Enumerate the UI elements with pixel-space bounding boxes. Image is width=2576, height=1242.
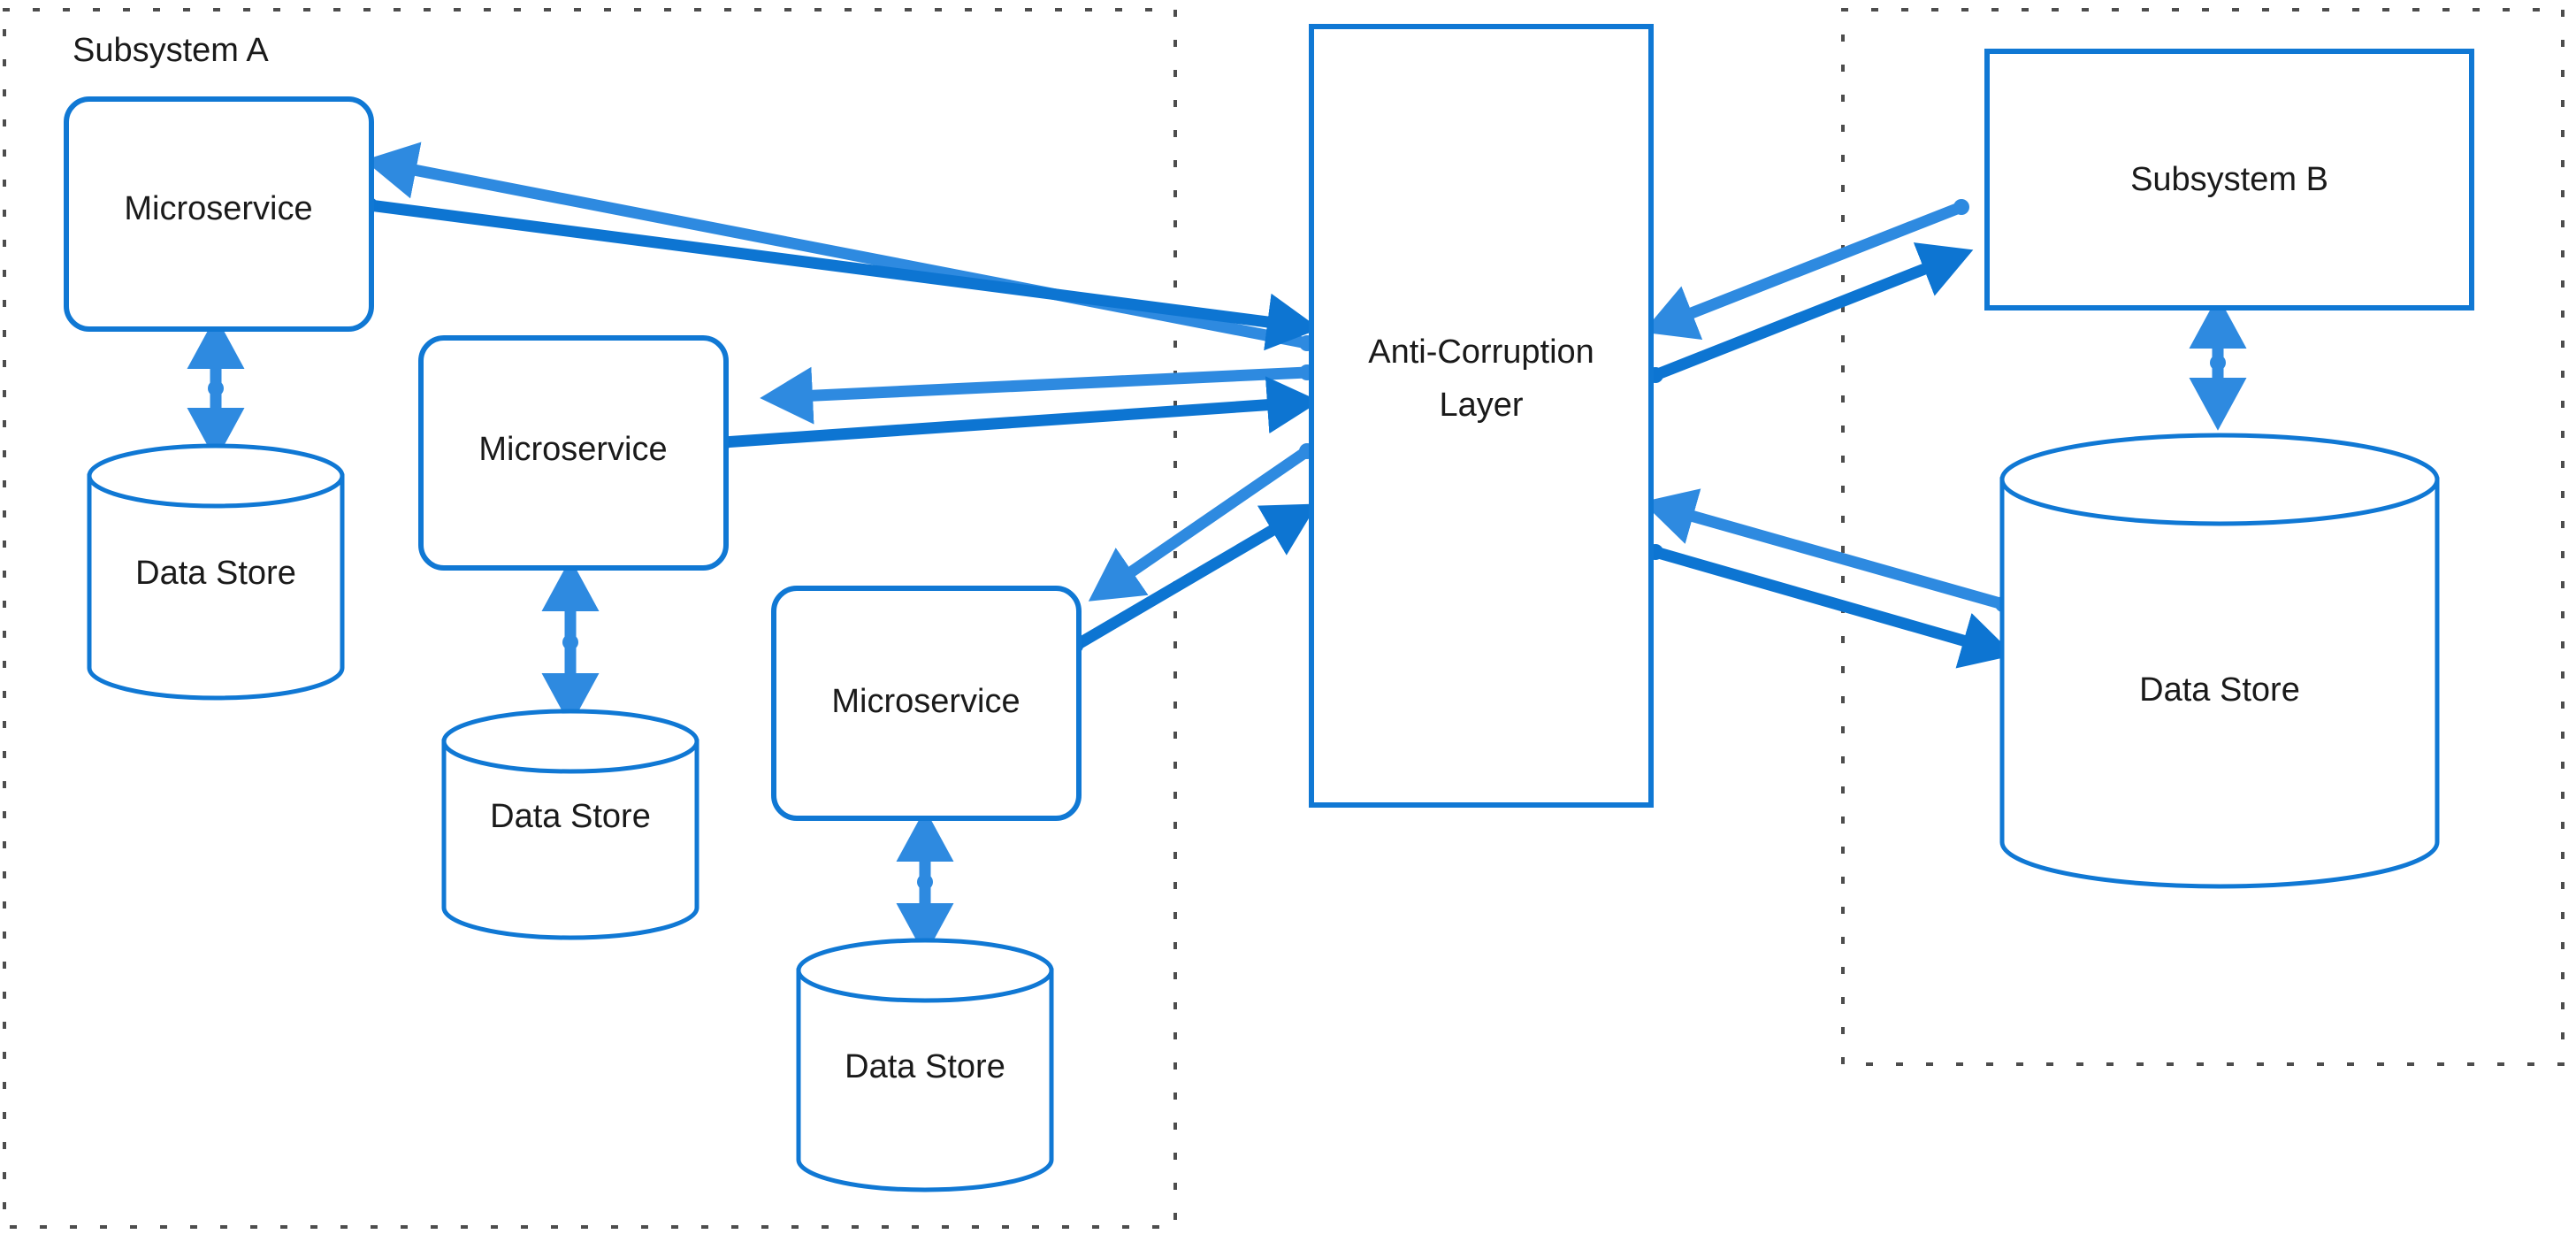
subsystem-b-label: Subsystem B [2130, 161, 2328, 198]
subsystem-a-boundary [3, 8, 1177, 1229]
microservice-1-label: Microservice [124, 190, 312, 227]
anti-corruption-layer-label-line-2: Layer [1439, 387, 1523, 424]
connector-microservice-2-to-acl[interactable] [715, 376, 1320, 450]
connector-microservice-1-to-acl[interactable] [362, 197, 1320, 351]
subsystem-a-label: Subsystem A [73, 32, 269, 69]
node-anti-corruption-layer[interactable]: Anti-Corruption Layer [1309, 24, 1654, 808]
connector-acl-to-microservice-2[interactable] [760, 364, 1315, 425]
data-store-1-label: Data Store [135, 555, 296, 592]
connector-microservice-2-data-store-2[interactable] [541, 558, 600, 726]
node-microservice-1[interactable]: Microservice [64, 96, 374, 332]
data-store-3-label: Data Store [845, 1048, 1005, 1085]
data-store-b-label: Data Store [2139, 671, 2300, 709]
anti-corruption-layer-label-line-1: Anti-Corruption [1368, 334, 1594, 371]
node-microservice-3[interactable]: Microservice [771, 586, 1082, 821]
node-data-store-1[interactable]: Data Store [87, 443, 345, 701]
data-store-2-label: Data Store [490, 798, 651, 835]
node-data-store-b[interactable]: Data Store [1999, 433, 2440, 889]
node-data-store-3[interactable]: Data Store [796, 938, 1054, 1192]
connector-microservice-1-data-store-1[interactable] [187, 316, 245, 461]
microservice-2-label: Microservice [478, 431, 667, 468]
connector-acl-to-data-store-b[interactable] [1647, 544, 2014, 669]
connector-subsystem-b-to-acl[interactable] [1642, 199, 1969, 340]
subsystem-b-boundary [1841, 8, 2565, 1066]
node-data-store-2[interactable]: Data Store [441, 709, 699, 940]
connector-subsystem-b-data-store-b[interactable] [2189, 295, 2247, 431]
node-microservice-2[interactable]: Microservice [418, 335, 729, 571]
connector-data-store-b-to-acl[interactable] [1641, 488, 2011, 612]
microservice-3-label: Microservice [831, 683, 1020, 720]
node-subsystem-b[interactable]: Subsystem B [1984, 49, 2474, 310]
connector-microservice-3-data-store-3[interactable] [896, 809, 954, 956]
